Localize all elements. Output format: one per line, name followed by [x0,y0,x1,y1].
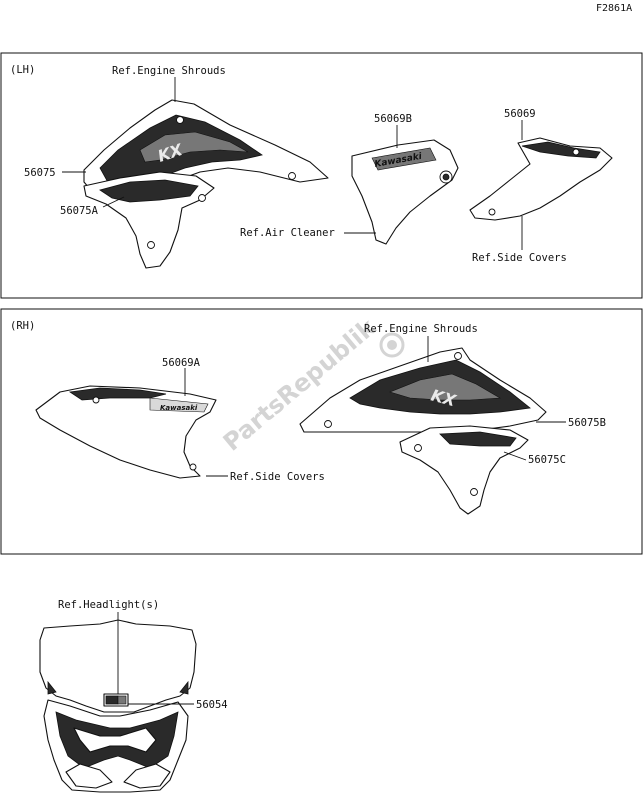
headlight-ref: Ref.Headlight(s) [58,599,159,611]
lh-side-cover-decal-drawing [469,137,613,221]
rh-shroud-hole-1 [324,420,332,428]
rh-side-cover-decal-drawing: Kawasaki [35,385,217,479]
lh-section: (LH) KX Kawasaki [0,52,643,299]
lh-ref-side-covers: Ref.Side Covers [472,252,567,264]
rh-kawasaki-decal-text: Kawasaki [160,404,198,412]
rh-part-56069a: 56069A [162,357,201,369]
lh-shroud-hole-2 [288,172,296,180]
lh-frame [0,52,643,299]
lh-air-cleaner-decal-drawing: Kawasaki [351,139,459,245]
lh-part-56075: 56075 [24,167,56,179]
rh-ref-engine-shrouds: Ref.Engine Shrouds [364,323,478,335]
figure-code: F2861A [596,3,632,14]
rh-ref-side-covers: Ref.Side Covers [230,471,325,483]
rh-part-56075c: 56075C [528,454,566,466]
rh-shroud-hole-2 [454,352,462,360]
watermark-logo [379,332,405,358]
lh-shroud-hole-1 [176,116,184,124]
lh-lower-shroud-hole-2 [147,241,155,249]
headlight-part-56054: 56054 [196,699,228,711]
lh-lower-shroud-hole-1 [198,194,206,202]
lh-side-cover-hole-2 [488,208,496,216]
lh-side-cover-hole-1 [572,148,580,156]
rh-frame [0,308,643,555]
lh-air-cleaner-bolt [442,173,450,181]
rh-label: (RH) [10,320,35,332]
rh-lower-shroud-hole-1 [414,444,422,452]
rh-side-cover-hole-1 [92,396,100,404]
rh-side-cover-hole-2 [189,463,197,471]
rh-lower-shroud-hole-2 [470,488,478,496]
lh-ref-air-cleaner: Ref.Air Cleaner [240,227,335,239]
rh-section: (RH) PartsRepublik Kawasaki KX [0,308,643,555]
lh-engine-shroud-drawing: KX [83,99,329,269]
lh-part-56069b: 56069B [374,113,412,125]
lh-label: (LH) [10,64,35,76]
lh-part-56075a: 56075A [60,205,99,217]
rh-engine-shroud-drawing: KX [299,347,547,515]
headlight-section: Ref.Headlight(s) 56054 [39,599,228,793]
lh-ref-engine-shrouds: Ref.Engine Shrouds [112,65,226,77]
rh-part-56075b: 56075B [568,417,606,429]
lh-part-56069: 56069 [504,108,536,120]
